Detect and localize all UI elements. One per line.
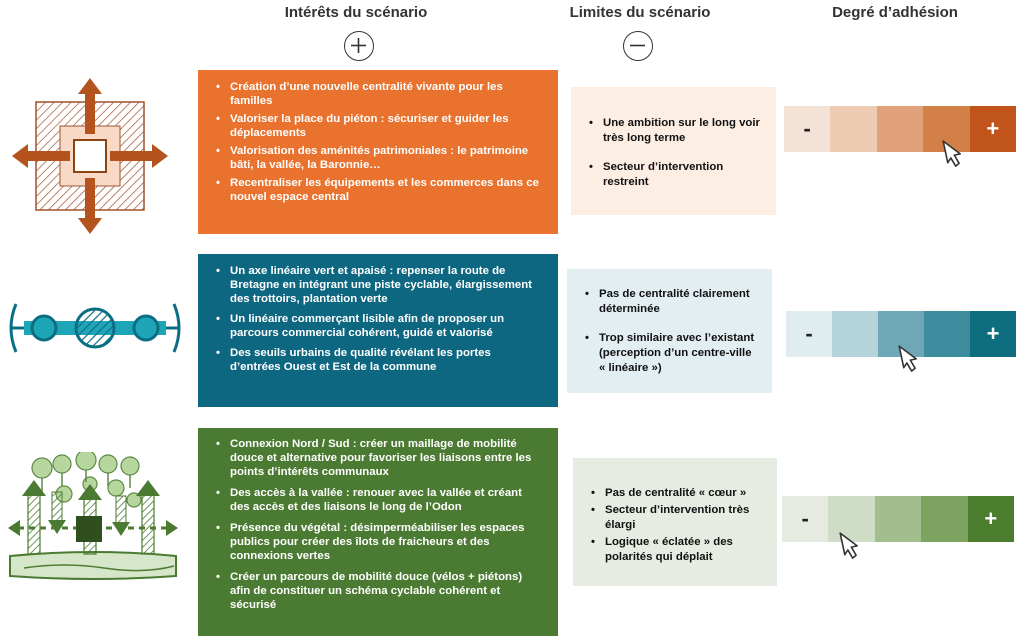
scale-segment: - [786,311,832,357]
interet-item: Recentraliser les équipements et les com… [212,176,544,204]
scale-segment [874,496,922,542]
scale-minus-label: - [803,116,811,141]
scale-minus-label: - [805,321,813,346]
scale-plus-label: + [986,321,1000,346]
interets-box-3: Connexion Nord / Sud : créer un maillage… [198,428,558,636]
minus-circle-icon [623,31,653,61]
scale-segment [832,311,878,357]
header-adhesion: Degré d’adhésion [832,4,958,21]
scale-segment: + [969,106,1017,152]
adhesion-scale-2: - + [786,311,1016,357]
scale-minus-label: - [801,506,809,531]
interets-box-2: Un axe linéaire vert et apaisé : repense… [198,254,558,407]
interet-item: Un linéaire commerçant lisible afin de p… [212,312,544,340]
green-network-icon [4,449,182,587]
limite-item: Pas de centralité « cœur » [587,486,763,501]
interet-item: Valoriser la place du piéton : sécuriser… [212,112,544,140]
centrality-square-icon [10,78,170,239]
scale-segment: + [967,496,1015,542]
linear-axis-icon [4,290,186,371]
limite-item: Pas de centralité clairement déterminée [581,287,758,317]
interet-item: Créer un parcours de mobilité douce (vél… [212,570,544,612]
limites-box-1: Une ambition sur le long voir très long … [571,87,776,215]
header-limites: Limites du scénario [569,4,711,21]
limite-item: Trop similaire avec l’existant (percepti… [581,331,758,376]
limites-box-3: Pas de centralité « cœur » Secteur d’int… [573,458,777,586]
scale-segment: - [782,496,829,542]
interet-item: Présence du végétal : désimperméabiliser… [212,521,544,563]
limite-item: Secteur d’intervention très élargi [587,503,763,533]
scale-segment [828,496,875,542]
adhesion-scale-3: - + [782,496,1015,542]
interets-box-1: Création d’une nouvelle centralité vivan… [198,70,558,234]
cursor-arrow-icon [894,343,920,382]
limite-item: Logique « éclatée » des polarités qui dé… [587,535,763,565]
limite-item: Secteur d’intervention restreint [585,160,762,190]
scale-segment: - [784,106,831,152]
scale-segment [921,496,968,542]
scale-segment [830,106,877,152]
interet-item: Valorisation des aménités patrimoniales … [212,144,544,172]
scale-plus-label: + [984,506,998,531]
scale-segment [876,106,924,152]
limites-box-2: Pas de centralité clairement déterminée … [567,269,772,393]
scale-plus-label: + [986,116,1000,141]
interet-item: Des accès à la vallée : renouer avec la … [212,486,544,514]
limite-item: Une ambition sur le long voir très long … [585,116,762,146]
interet-item: Création d’une nouvelle centralité vivan… [212,80,544,108]
adhesion-scale-1: - + [784,106,1017,152]
cursor-arrow-icon [835,530,861,569]
scale-segment: + [970,311,1016,357]
cursor-arrow-icon [938,138,964,177]
interet-item: Des seuils urbains de qualité révélant l… [212,346,544,374]
scale-segment [924,311,970,357]
header-interets: Intérêts du scénario [284,4,428,21]
plus-circle-icon [344,31,374,61]
interet-item: Un axe linéaire vert et apaisé : repense… [212,264,544,306]
interet-item: Connexion Nord / Sud : créer un maillage… [212,437,544,479]
